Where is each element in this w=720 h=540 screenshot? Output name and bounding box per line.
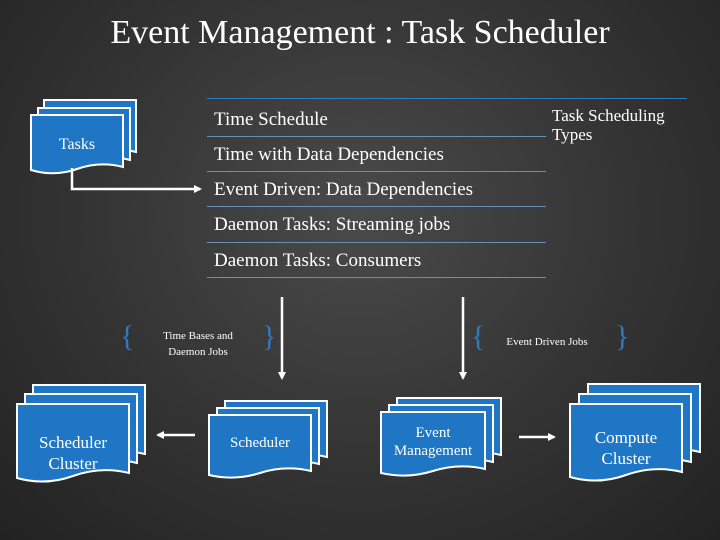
left-brace-time-bases: { [120,320,135,353]
event-management-label-line-2: Management [393,443,473,459]
row-time-schedule: Time Schedule [207,102,546,137]
table-top-border [207,98,687,99]
scheduler-cluster-label-line-2: Cluster [48,454,98,473]
row-time-data-dependencies: Time with Data Dependencies [207,137,546,172]
scheduler-label: Scheduler [230,435,290,451]
scheduler-cluster-label-line-1: Scheduler [39,433,107,452]
scheduler-doc-stack [208,400,328,479]
scheduler-cluster-label: Scheduler Cluster [17,432,129,474]
slide-title: Event Management : Task Scheduler [110,14,610,51]
compute-cluster-label-line-1: Compute [594,428,658,447]
time-bases-note-line-1: Time Bases and [163,330,233,342]
time-bases-note: Time Bases and Daemon Jobs [148,328,248,360]
scheduler-cluster-doc-stack [16,384,146,483]
event-management-label: Event Management [381,424,485,460]
compute-cluster-label-line-2: Cluster [601,449,651,468]
row-daemon-consumers: Daemon Tasks: Consumers [207,243,546,278]
compute-cluster-label: Compute Cluster [570,427,682,469]
right-brace-time-bases: } [262,320,277,353]
time-bases-note-line-2: Daemon Jobs [168,346,228,358]
tasks-label: Tasks [58,136,96,153]
event-management-label-line-1: Event [415,425,451,441]
event-management-doc-stack [380,397,502,477]
row-event-driven: Event Driven: Data Dependencies [207,172,546,207]
task-scheduling-types-label: Task Scheduling Types [552,106,665,144]
compute-cluster-doc-stack [569,383,701,482]
tasks-doc-stack [30,99,137,175]
right-brace-event-driven: } [615,320,630,353]
left-brace-event-driven: { [471,320,486,353]
tasks-to-table-arrow [70,168,202,193]
event-driven-note: Event Driven Jobs [506,336,588,348]
row-daemon-streaming: Daemon Tasks: Streaming jobs [207,207,546,243]
